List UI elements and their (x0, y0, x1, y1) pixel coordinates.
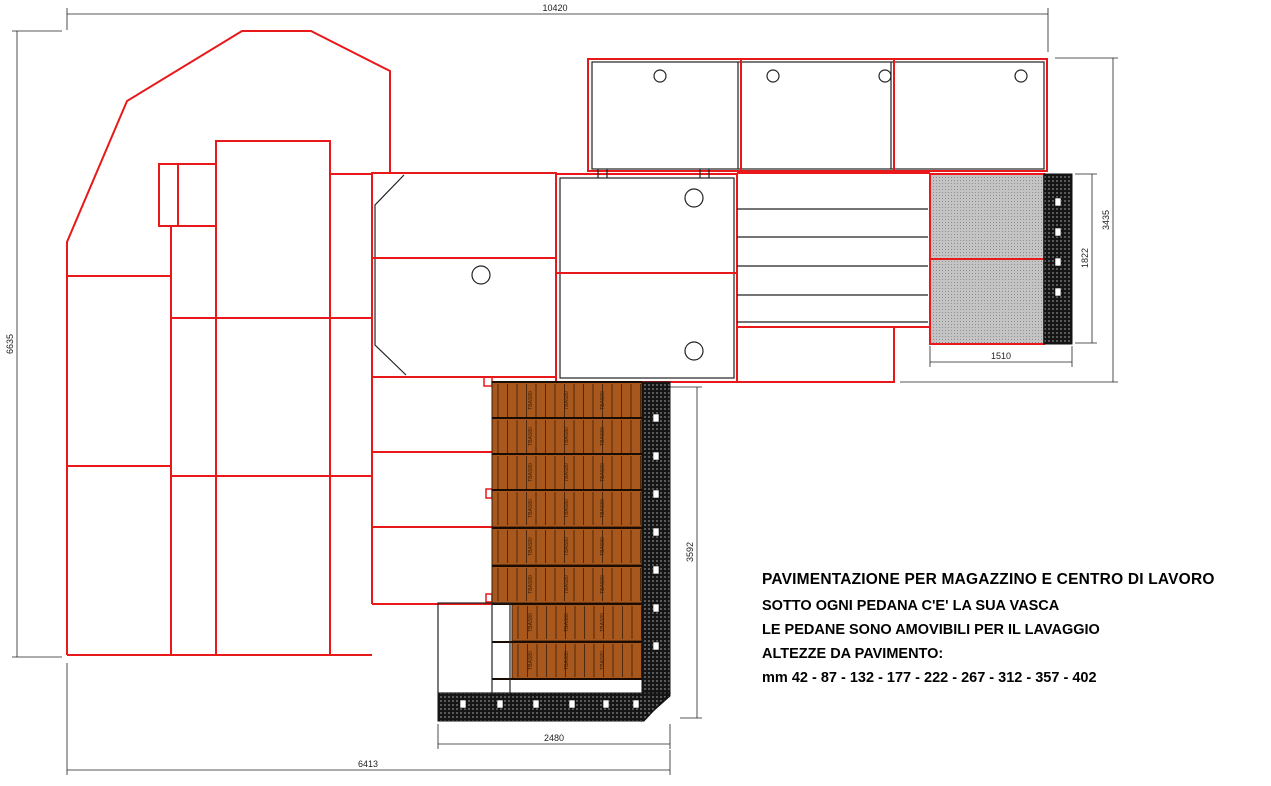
anchor-circle (684, 188, 704, 208)
pallet-label: TBAS80 (600, 537, 606, 556)
dim-grey-width: 1510 (991, 351, 1011, 361)
dim-grey-height: 1822 (1080, 248, 1090, 268)
pallet-label: TBAS80 (564, 499, 570, 518)
grate-marker (602, 699, 610, 709)
pallet-label: TBAS80 (528, 651, 534, 670)
pallet-label: TBAS80 (564, 463, 570, 482)
grate-marker (532, 699, 540, 709)
grate-marker (652, 451, 660, 461)
pallet-label: TBAS80 (600, 499, 606, 518)
pallet-label: TBAS80 (600, 427, 606, 446)
pallet-label: TBAS80 (564, 575, 570, 594)
grey-platform (929, 173, 1045, 345)
pallet-label: TBAS80 (600, 575, 606, 594)
dimension-left: 6635 (5, 30, 62, 658)
grate-bottom (437, 692, 672, 722)
dim-bottom-grate-width: 2480 (544, 733, 564, 743)
notes-line-3: ALTEZZE DA PAVIMENTO: (762, 646, 944, 662)
pallet-label: TBAS80 (528, 613, 534, 632)
dim-right-height: 3435 (1101, 210, 1111, 230)
pallet-label: TBAS80 (528, 499, 534, 518)
grate-marker (1054, 287, 1062, 297)
dimension-wood-height: 3592 (670, 386, 702, 719)
pallet-label: TBAS80 (600, 613, 606, 632)
machine-central-blocks (371, 58, 1048, 605)
grate-marker (652, 603, 660, 613)
pallet-label: TBAS80 (600, 651, 606, 670)
pallet-label: TBAS80 (528, 575, 534, 594)
pallet-label: TBAS80 (564, 391, 570, 410)
notes-line-2: LE PEDANE SONO AMOVIBILI PER IL LAVAGGIO (762, 622, 1100, 638)
dimension-bottom-grate: 2480 (437, 724, 671, 749)
grate-marker (459, 699, 467, 709)
dimension-right-outer: 3435 (900, 57, 1118, 383)
grate-markers (459, 197, 1062, 709)
anchor-circle (878, 69, 892, 83)
pallet-label: TBAS80 (564, 613, 570, 632)
dimension-top: 10420 (66, 3, 1049, 52)
notes-block: PAVIMENTAZIONE PER MAGAZZINO E CENTRO DI… (762, 571, 1215, 694)
dim-wood-height: 3592 (685, 542, 695, 562)
grate-marker (568, 699, 576, 709)
dim-bottom-width: 6413 (358, 759, 378, 769)
dimension-bottom: 6413 (66, 663, 671, 775)
grate-marker (632, 699, 640, 709)
grate-marker (1054, 197, 1062, 207)
pallet-label: TBAS80 (528, 391, 534, 410)
pallet-label: TBAS80 (564, 427, 570, 446)
anchor-circle (653, 69, 667, 83)
grate-vertical (641, 381, 671, 723)
grate-marker (1054, 257, 1062, 267)
grate-marker (652, 489, 660, 499)
dim-total-height: 6635 (5, 334, 15, 354)
anchor-circle (766, 69, 780, 83)
dim-total-width: 10420 (542, 3, 567, 13)
anchor-circle (1014, 69, 1028, 83)
notes-line-4: mm 42 - 87 - 132 - 177 - 222 - 267 - 312… (762, 670, 1097, 686)
dimension-grey-width: 1510 (929, 346, 1073, 367)
grate-marker (496, 699, 504, 709)
grate-marker (1054, 227, 1062, 237)
pallet-label: TBAS80 (528, 537, 534, 556)
anchor-circle (471, 265, 491, 285)
pallet-label: TBAS80 (600, 391, 606, 410)
machine-left-body (66, 30, 391, 656)
notes-title: PAVIMENTAZIONE PER MAGAZZINO E CENTRO DI… (762, 571, 1215, 588)
pallet-row (511, 641, 643, 680)
anchor-circle (684, 341, 704, 361)
pallet-label: TBAS80 (528, 463, 534, 482)
grate-marker (652, 527, 660, 537)
grate-marker (652, 413, 660, 423)
pallet-label: TBAS80 (564, 651, 570, 670)
grate-marker (652, 565, 660, 575)
dimension-right-inner: 1822 (1075, 173, 1097, 344)
pallet-label: TBAS80 (600, 463, 606, 482)
loading-bay (437, 602, 511, 694)
pallet-label: TBAS80 (564, 537, 570, 556)
grate-marker (652, 641, 660, 651)
pallet-label: TBAS80 (528, 427, 534, 446)
notes-line-1: SOTTO OGNI PEDANA C'E' LA SUA VASCA (762, 598, 1060, 614)
